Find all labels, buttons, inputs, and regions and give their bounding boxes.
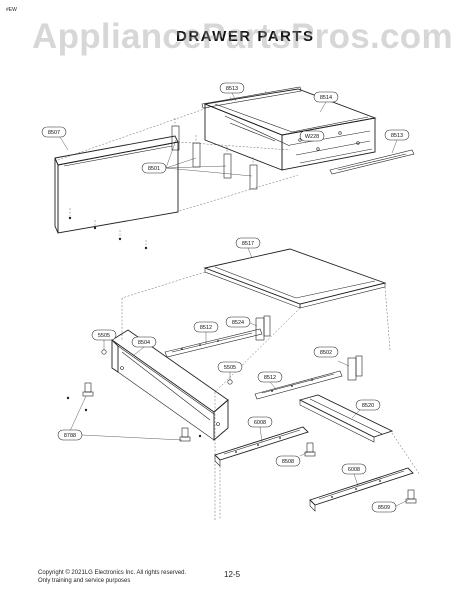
- callout-8514: [313, 91, 339, 103]
- callout-8507: [41, 126, 67, 138]
- callout-6008-right: [341, 463, 367, 475]
- callout-8501: [141, 162, 167, 174]
- callout-8517: [235, 237, 261, 249]
- callout-8520-label: 8520: [362, 403, 374, 409]
- front-frame: [111, 329, 229, 441]
- callout-w228-label: W228: [305, 134, 319, 140]
- footer-line-2: Only training and service purposes: [38, 578, 131, 584]
- callout-8509-label: 8509: [378, 505, 390, 511]
- callout-8513-right: [384, 129, 410, 141]
- callout-5505-right: [217, 361, 243, 373]
- base-rail: [298, 394, 394, 443]
- callout-6008-left: [247, 416, 273, 428]
- callout-8504-label: 8504: [138, 340, 150, 346]
- callout-8507-label: 8507: [48, 130, 60, 136]
- callout-8508: [275, 455, 301, 467]
- callout-8502-label: 8502: [320, 350, 332, 356]
- callout-8501-label: 8501: [148, 166, 160, 172]
- side-rail-right: [329, 149, 415, 175]
- callout-8512-upper-label: 8512: [200, 325, 212, 331]
- bracket-8524: [255, 315, 271, 341]
- callout-8788: [57, 429, 83, 441]
- top-rail-left: [201, 86, 302, 109]
- callout-5505-left: [91, 329, 117, 341]
- callout-8504: [131, 336, 157, 348]
- callout-8524-label: 8524: [232, 320, 244, 326]
- callout-8513-top-label: 8513: [226, 86, 238, 92]
- callout-6008-right-label: 6008: [348, 467, 360, 473]
- drawer-front-panel: [54, 135, 179, 234]
- watermark: AppliancePartsPros.com: [32, 17, 453, 56]
- callout-5505-right-label: 5505: [224, 365, 236, 371]
- callout-w228: [299, 130, 325, 142]
- corner-tag: #EW: [6, 7, 17, 13]
- callout-8512-upper: [193, 321, 219, 333]
- callout-8502: [313, 346, 339, 358]
- bracket-8502: [347, 355, 363, 381]
- page-title: DRAWER PARTS: [176, 28, 315, 45]
- front-screws: [68, 208, 148, 250]
- callout-8514-label: 8514: [320, 95, 332, 101]
- page-number: 12-5: [224, 570, 241, 579]
- cover-plate: [203, 248, 387, 309]
- callout-5505-left-label: 5505: [98, 333, 110, 339]
- callout-8517-label: 8517: [242, 241, 254, 247]
- callout-8524: [225, 316, 251, 328]
- callout-8520: [355, 399, 381, 411]
- slide-rail-lower: [254, 370, 343, 400]
- bottom-rail-right: [309, 467, 414, 512]
- callout-8512-lower: [257, 371, 283, 383]
- callout-8513-top: [219, 82, 245, 94]
- callout-6008-left-label: 6008: [254, 420, 266, 426]
- slide-rail-upper: [164, 328, 263, 358]
- callout-8788-label: 8788: [64, 433, 76, 439]
- callout-8512-lower-label: 8512: [264, 375, 276, 381]
- drawer-box: [203, 88, 377, 171]
- footer-copyright: Copyright © 2021LG Electronics Inc. All …: [38, 569, 186, 585]
- footer-line-1: Copyright © 2021LG Electronics Inc. All …: [38, 570, 187, 576]
- callout-8513-right-label: 8513: [391, 133, 403, 139]
- callout-8509: [371, 501, 397, 513]
- callout-8508-label: 8508: [282, 459, 294, 465]
